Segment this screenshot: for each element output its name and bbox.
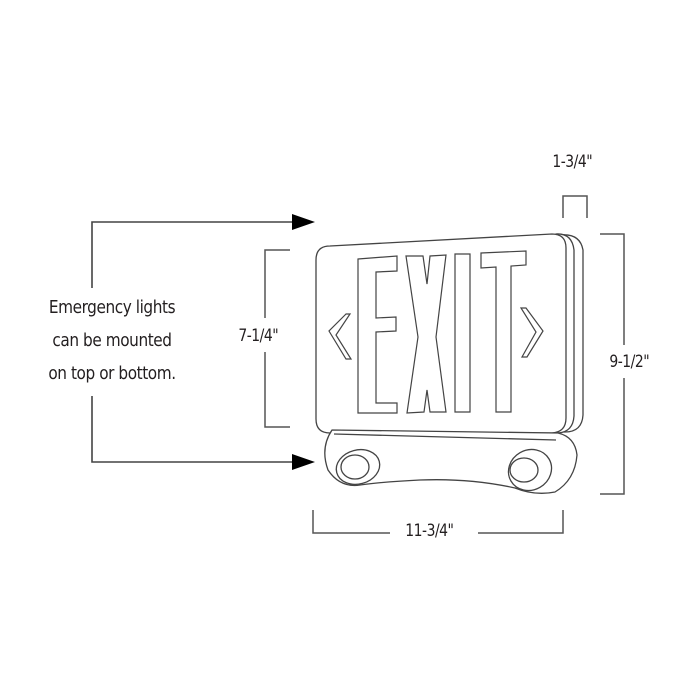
sign-height-bracket xyxy=(264,249,290,428)
note-line-2: can be mounted xyxy=(52,330,172,351)
total-height-bracket xyxy=(600,233,625,495)
exit-sign-body xyxy=(315,233,584,434)
depth-bracket xyxy=(562,195,588,218)
note-line-1: Emergency lights xyxy=(48,297,176,318)
mounting-note: Emergency lights can be mounted on top o… xyxy=(19,291,206,390)
width-label: 11-3/4" xyxy=(405,521,454,541)
note-line-3: on top or bottom. xyxy=(48,363,176,384)
depth-label: 1-3/4" xyxy=(552,152,593,172)
width-bracket xyxy=(312,510,564,534)
top-arrow xyxy=(91,214,315,288)
exit-letters xyxy=(328,250,544,414)
total-height-label: 9-1/2" xyxy=(609,352,650,372)
emergency-light-housing xyxy=(324,429,578,494)
bottom-arrow xyxy=(91,396,315,470)
sign-height-label: 7-1/4" xyxy=(238,326,279,346)
